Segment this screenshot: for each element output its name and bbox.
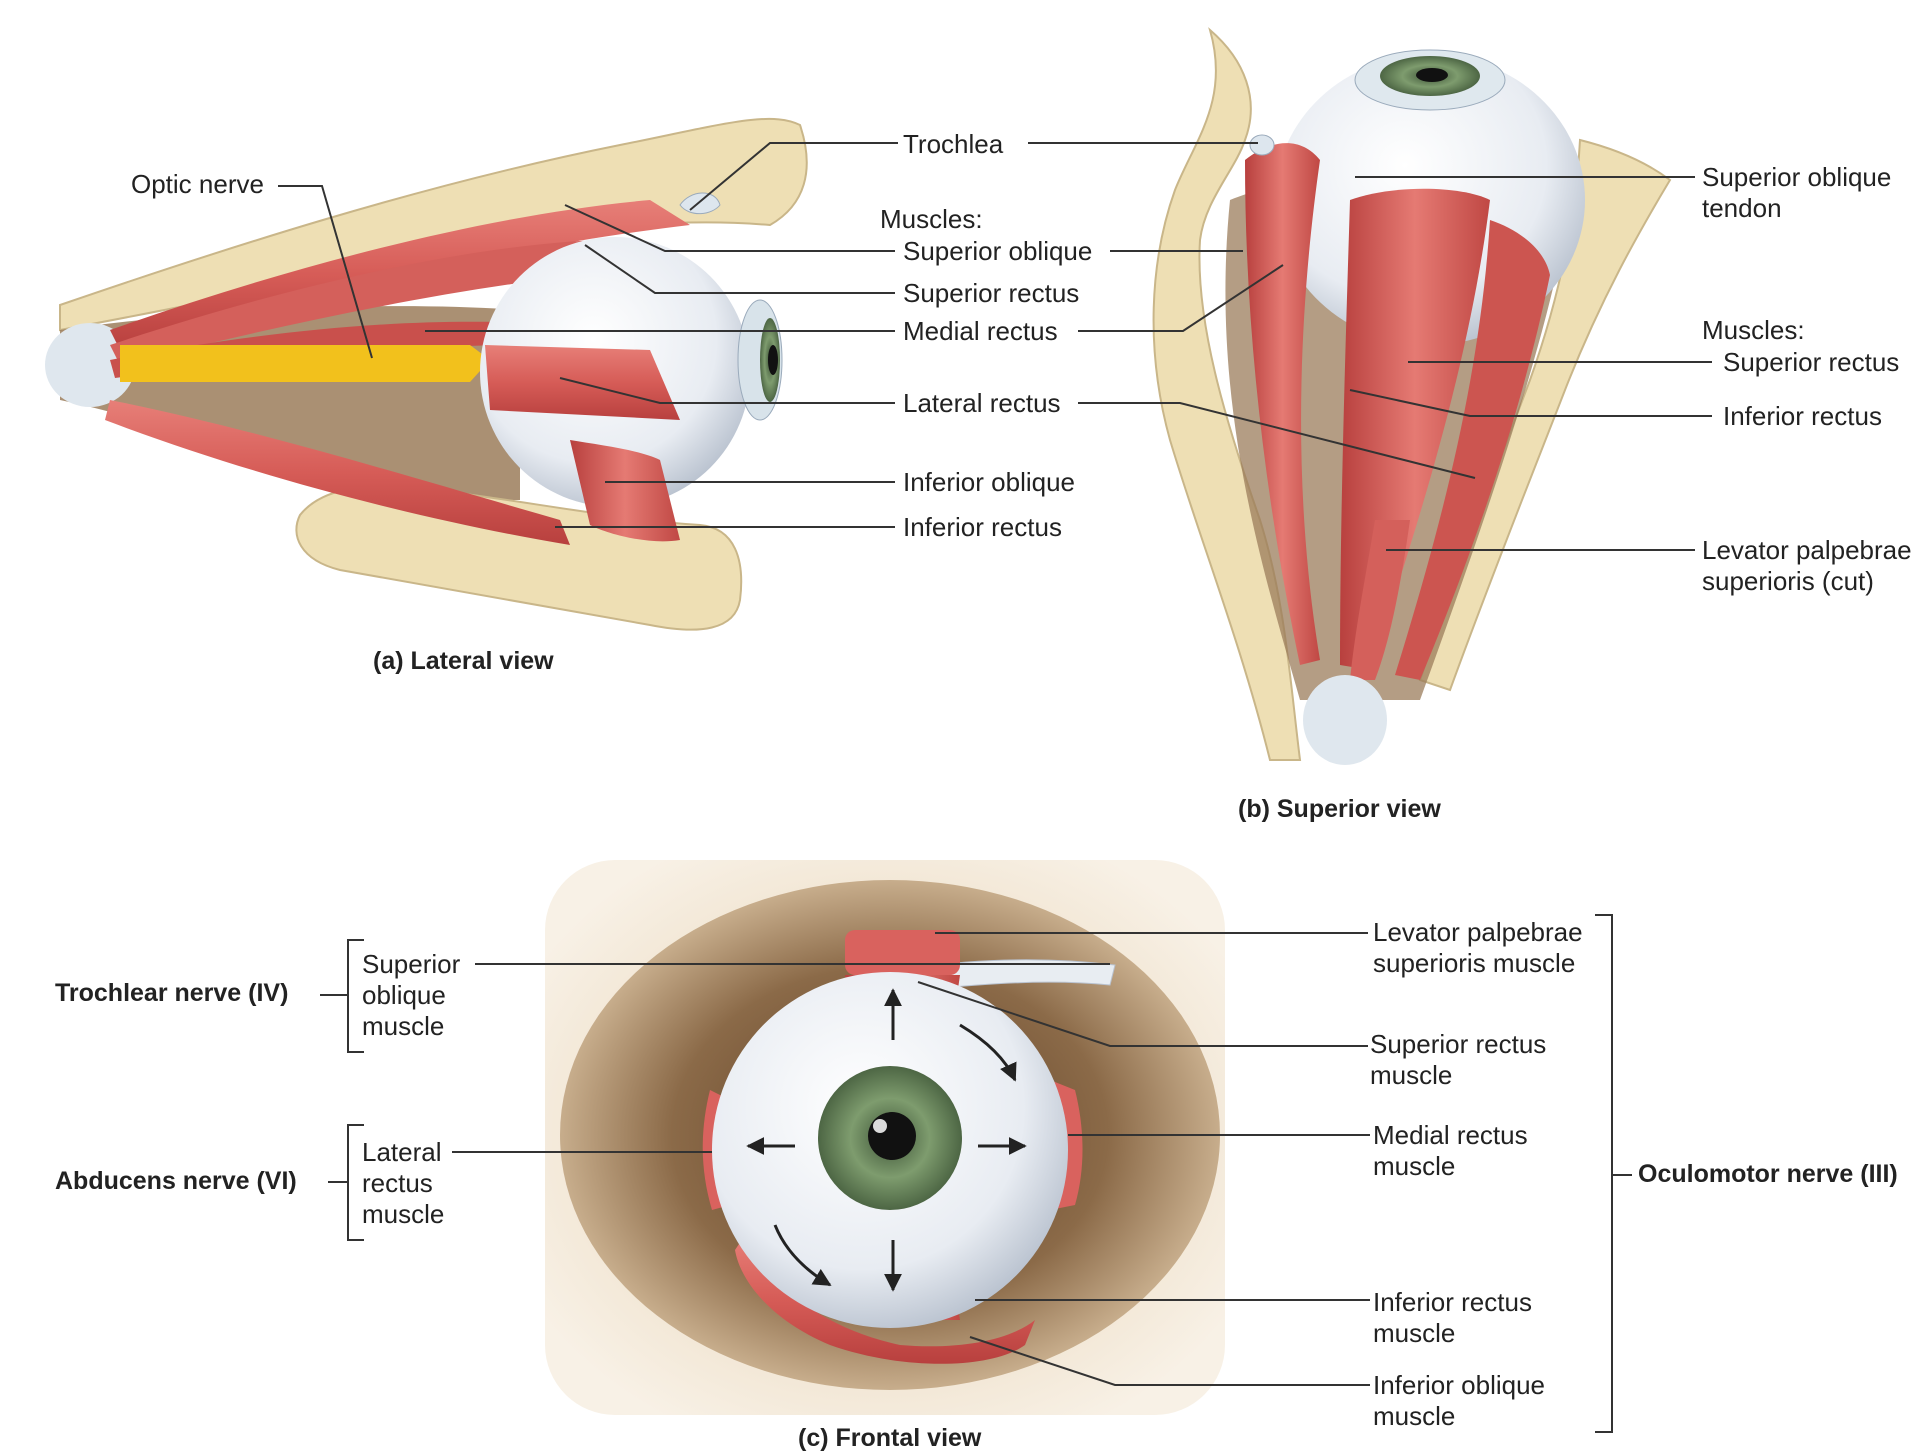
optic-nerve-shape: [120, 345, 490, 382]
lateral-rectus-muscle-shape: [485, 345, 680, 420]
label-lateral-rectus-muscle: Lateral rectus muscle: [362, 1137, 445, 1229]
label-inferior-rectus-muscle: Inferior rectus muscle: [1373, 1287, 1532, 1348]
leader-trochlea: [689, 142, 898, 211]
leader-inferior-oblique-c: [969, 1336, 1370, 1386]
inferior-oblique-muscle-shape: [570, 440, 680, 542]
leader-inferior-rectus-b: [1349, 389, 1712, 417]
leader-superior-rectus-c: [917, 981, 1368, 1047]
arrow-curve-upper: [959, 1023, 1017, 1082]
label-levator-muscle: Levator palpebrae superioris muscle: [1373, 917, 1583, 978]
label-levator-b: Levator palpebrae superioris (cut): [1702, 535, 1912, 596]
inferior-oblique-shape-c: [735, 1235, 1035, 1364]
label-superior-oblique-a: Superior oblique: [903, 236, 1093, 266]
pupil-highlight: [873, 1119, 887, 1133]
leader-lines: [278, 142, 1712, 1433]
superior-pupil: [1416, 68, 1448, 82]
leader-lateral-rectus-b: [1078, 402, 1476, 479]
nerve-stump: [45, 323, 135, 407]
levator-muscle-shape: [845, 930, 960, 975]
leader-medial-rectus-b: [1078, 264, 1284, 332]
lower-orbit-bone: [295, 485, 743, 631]
label-trochlea: Trochlea: [903, 129, 1004, 159]
caption-lateral-view: (a) Lateral view: [373, 647, 554, 675]
trochlea-shape: [679, 192, 721, 215]
superior-oblique-shape: [1245, 143, 1320, 665]
label-oculomotor-nerve: Oculomotor nerve (III): [1638, 1160, 1898, 1188]
superior-view-illustration: [1152, 27, 1672, 765]
label-superior-oblique-muscle: Superior oblique muscle: [362, 949, 461, 1041]
label-trochlear-nerve: Trochlear nerve (IV): [55, 979, 289, 1007]
frontal-view-illustration: [545, 860, 1225, 1415]
lateral-view-illustration: [45, 117, 808, 631]
superior-trochlea: [1249, 134, 1275, 156]
arrow-curve-lower: [773, 1224, 832, 1287]
label-superior-rectus-a: Superior rectus: [903, 278, 1080, 308]
label-superior-oblique-tendon: Superior oblique tendon: [1702, 162, 1892, 223]
label-superior-rectus-muscle: Superior rectus muscle: [1370, 1029, 1547, 1090]
leader-superior-rectus-a: [584, 244, 895, 294]
label-abducens-nerve: Abducens nerve (VI): [55, 1167, 297, 1195]
levator-shape: [1350, 520, 1410, 680]
inferior-rectus-muscle-shape: [105, 400, 570, 545]
caption-superior-view: (b) Superior view: [1238, 795, 1441, 823]
label-medial-rectus-a: Medial rectus: [903, 316, 1058, 346]
label-inferior-rectus-a: Inferior rectus: [903, 512, 1062, 542]
label-lateral-rectus-a: Lateral rectus: [903, 388, 1061, 418]
medial-orbit-wall: [1152, 27, 1302, 761]
label-muscles-heading-a: Muscles:: [880, 204, 983, 234]
superior-rectus-muscle-shape: [110, 240, 640, 365]
leader-optic-nerve: [278, 185, 373, 359]
leader-superior-oblique-a: [564, 204, 895, 252]
bracket-oculomotor: [1595, 914, 1613, 1433]
label-medial-rectus-muscle: Medial rectus muscle: [1373, 1120, 1528, 1181]
label-inferior-oblique-a: Inferior oblique: [903, 467, 1075, 497]
lateral-pupil: [768, 345, 778, 375]
caption-frontal-view: (c) Frontal view: [798, 1424, 982, 1452]
label-optic-nerve: Optic nerve: [131, 169, 264, 199]
superior-nerve-stump: [1303, 675, 1387, 765]
label-inferior-oblique-muscle: Inferior oblique muscle: [1373, 1370, 1545, 1431]
lateral-rectus-shape: [1395, 220, 1550, 680]
label-inferior-rectus-b: Inferior rectus: [1723, 401, 1882, 431]
leader-lateral-rectus-a: [559, 377, 895, 404]
label-muscles-heading-b: Muscles:: [1702, 315, 1805, 345]
frontal-pupil: [868, 1112, 916, 1160]
label-superior-rectus-b: Superior rectus: [1723, 347, 1900, 377]
